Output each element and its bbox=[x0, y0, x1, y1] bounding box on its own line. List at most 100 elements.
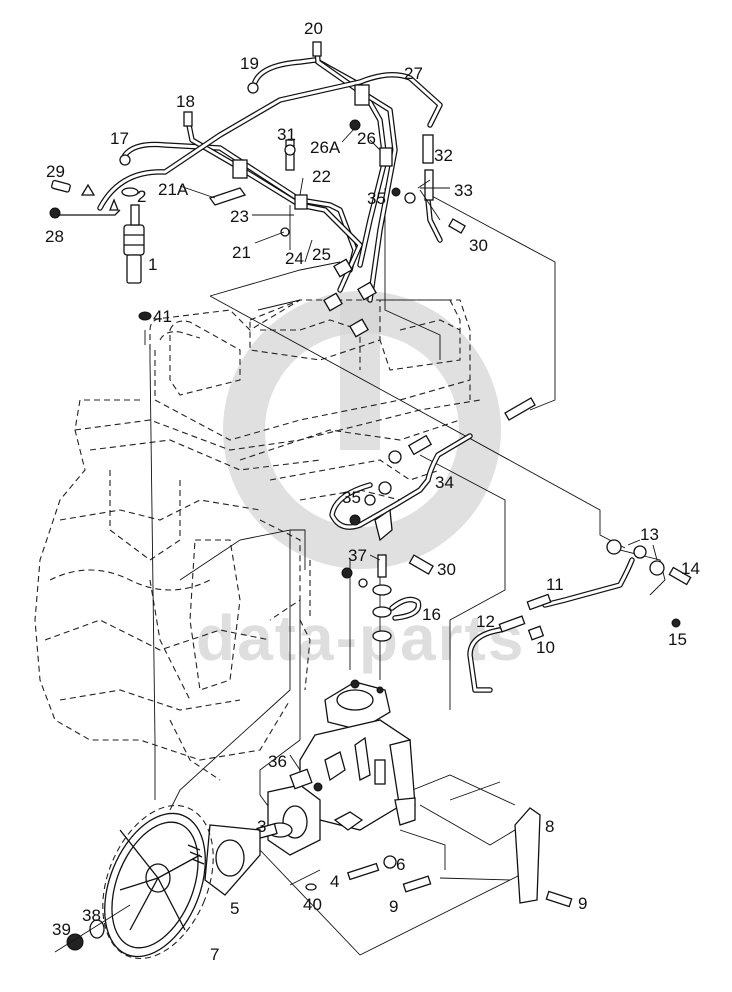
injector-nozzle bbox=[123, 204, 145, 284]
clamp bbox=[80, 183, 96, 196]
fitting bbox=[357, 281, 377, 301]
bracket bbox=[374, 508, 393, 542]
callout-37: 37 bbox=[348, 546, 367, 565]
callout-40: 40 bbox=[303, 895, 322, 914]
o-ring bbox=[121, 187, 139, 197]
assembly-lines bbox=[144, 188, 666, 956]
callout-3: 3 bbox=[257, 817, 266, 836]
callout-6: 6 bbox=[396, 855, 405, 874]
bolt bbox=[407, 434, 433, 456]
tee-33 bbox=[424, 169, 434, 201]
callout-22: 22 bbox=[312, 167, 331, 186]
screw-15 bbox=[671, 618, 681, 628]
callout-28: 28 bbox=[45, 227, 64, 246]
clamp-22 bbox=[294, 194, 308, 210]
gasket-hole bbox=[215, 839, 245, 877]
connector-11 bbox=[526, 593, 552, 611]
clamp bbox=[109, 198, 119, 211]
bolt-9 bbox=[402, 875, 432, 893]
clamp-26 bbox=[379, 147, 393, 167]
fitting-10 bbox=[527, 625, 545, 641]
callout-16: 16 bbox=[422, 605, 441, 624]
callout-25: 25 bbox=[312, 245, 331, 264]
callout-leaders bbox=[179, 127, 658, 771]
bolt-31-head bbox=[284, 144, 296, 156]
callout-1: 1 bbox=[148, 255, 157, 274]
callout-32: 32 bbox=[434, 146, 453, 165]
engine-block-outline bbox=[34, 299, 481, 781]
washer-6 bbox=[383, 855, 397, 869]
callout-11: 11 bbox=[546, 575, 564, 594]
callout-7: 7 bbox=[210, 945, 219, 964]
washer bbox=[372, 584, 392, 596]
callout-30a: 30 bbox=[469, 236, 488, 255]
callout-17: 17 bbox=[110, 129, 129, 148]
watermark: data-parts bbox=[196, 291, 523, 674]
bolt-29 bbox=[51, 179, 71, 193]
callout-41: 41 bbox=[153, 307, 172, 326]
bolt-21 bbox=[280, 227, 290, 237]
washer-13 bbox=[649, 560, 665, 576]
key-40 bbox=[305, 883, 317, 891]
callout-9a: 9 bbox=[389, 897, 398, 916]
callout-18: 18 bbox=[176, 92, 195, 111]
callout-39: 39 bbox=[52, 920, 71, 939]
pipe-nut bbox=[247, 82, 259, 94]
callout-labels: 1 2 3 4 5 6 7 8 9 9 10 11 12 13 14 15 16… bbox=[45, 19, 700, 964]
clamp-26a bbox=[349, 119, 361, 131]
pipe-nut bbox=[312, 41, 322, 57]
clamp-26 bbox=[354, 84, 370, 106]
bolt-9 bbox=[545, 890, 573, 908]
eye bbox=[633, 545, 647, 559]
plunger-4 bbox=[346, 862, 380, 881]
bracket-21a bbox=[208, 187, 247, 206]
washer-13 bbox=[606, 539, 622, 555]
parts bbox=[49, 41, 692, 960]
callout-38: 38 bbox=[82, 906, 101, 925]
nut bbox=[341, 567, 353, 579]
washer bbox=[372, 630, 392, 642]
callout-12: 12 bbox=[476, 612, 495, 631]
callout-34: 34 bbox=[435, 473, 454, 492]
washer bbox=[378, 481, 392, 495]
callout-10: 10 bbox=[536, 638, 555, 657]
nut-28 bbox=[49, 207, 61, 219]
fitting bbox=[333, 258, 353, 278]
callout-14: 14 bbox=[681, 559, 700, 578]
callout-30b: 30 bbox=[437, 560, 456, 579]
banjo-bolt-37 bbox=[377, 554, 387, 578]
callout-31: 31 bbox=[277, 125, 296, 144]
banjo bbox=[372, 606, 392, 618]
banjo-32 bbox=[422, 134, 434, 164]
callout-35b: 35 bbox=[342, 488, 361, 507]
callout-33: 33 bbox=[454, 181, 473, 200]
washer-35 bbox=[391, 187, 401, 197]
bolt-30 bbox=[408, 554, 434, 575]
bracket-8 bbox=[514, 807, 541, 904]
pipe-nut bbox=[119, 154, 131, 166]
washer bbox=[388, 450, 402, 464]
callout-2: 2 bbox=[137, 187, 146, 206]
nut bbox=[358, 578, 368, 588]
callout-4: 4 bbox=[330, 872, 339, 891]
connector bbox=[504, 397, 536, 421]
nut-39 bbox=[66, 933, 84, 951]
callout-21a: 21A bbox=[158, 180, 189, 199]
callout-5: 5 bbox=[230, 899, 239, 918]
callout-35a: 35 bbox=[367, 189, 386, 208]
clamp-21a bbox=[232, 159, 248, 179]
connector-12 bbox=[498, 615, 526, 633]
fitting bbox=[349, 318, 369, 338]
callout-24: 24 bbox=[285, 249, 304, 268]
pulley-7 bbox=[102, 804, 214, 960]
washer-38 bbox=[89, 919, 105, 939]
callout-21: 21 bbox=[232, 243, 251, 262]
callout-36: 36 bbox=[268, 752, 287, 771]
bolt-14 bbox=[668, 566, 692, 586]
callout-26: 26 bbox=[357, 129, 376, 148]
callout-13: 13 bbox=[640, 525, 659, 544]
nut bbox=[349, 514, 361, 526]
callout-29: 29 bbox=[46, 162, 65, 181]
callout-8: 8 bbox=[545, 817, 554, 836]
